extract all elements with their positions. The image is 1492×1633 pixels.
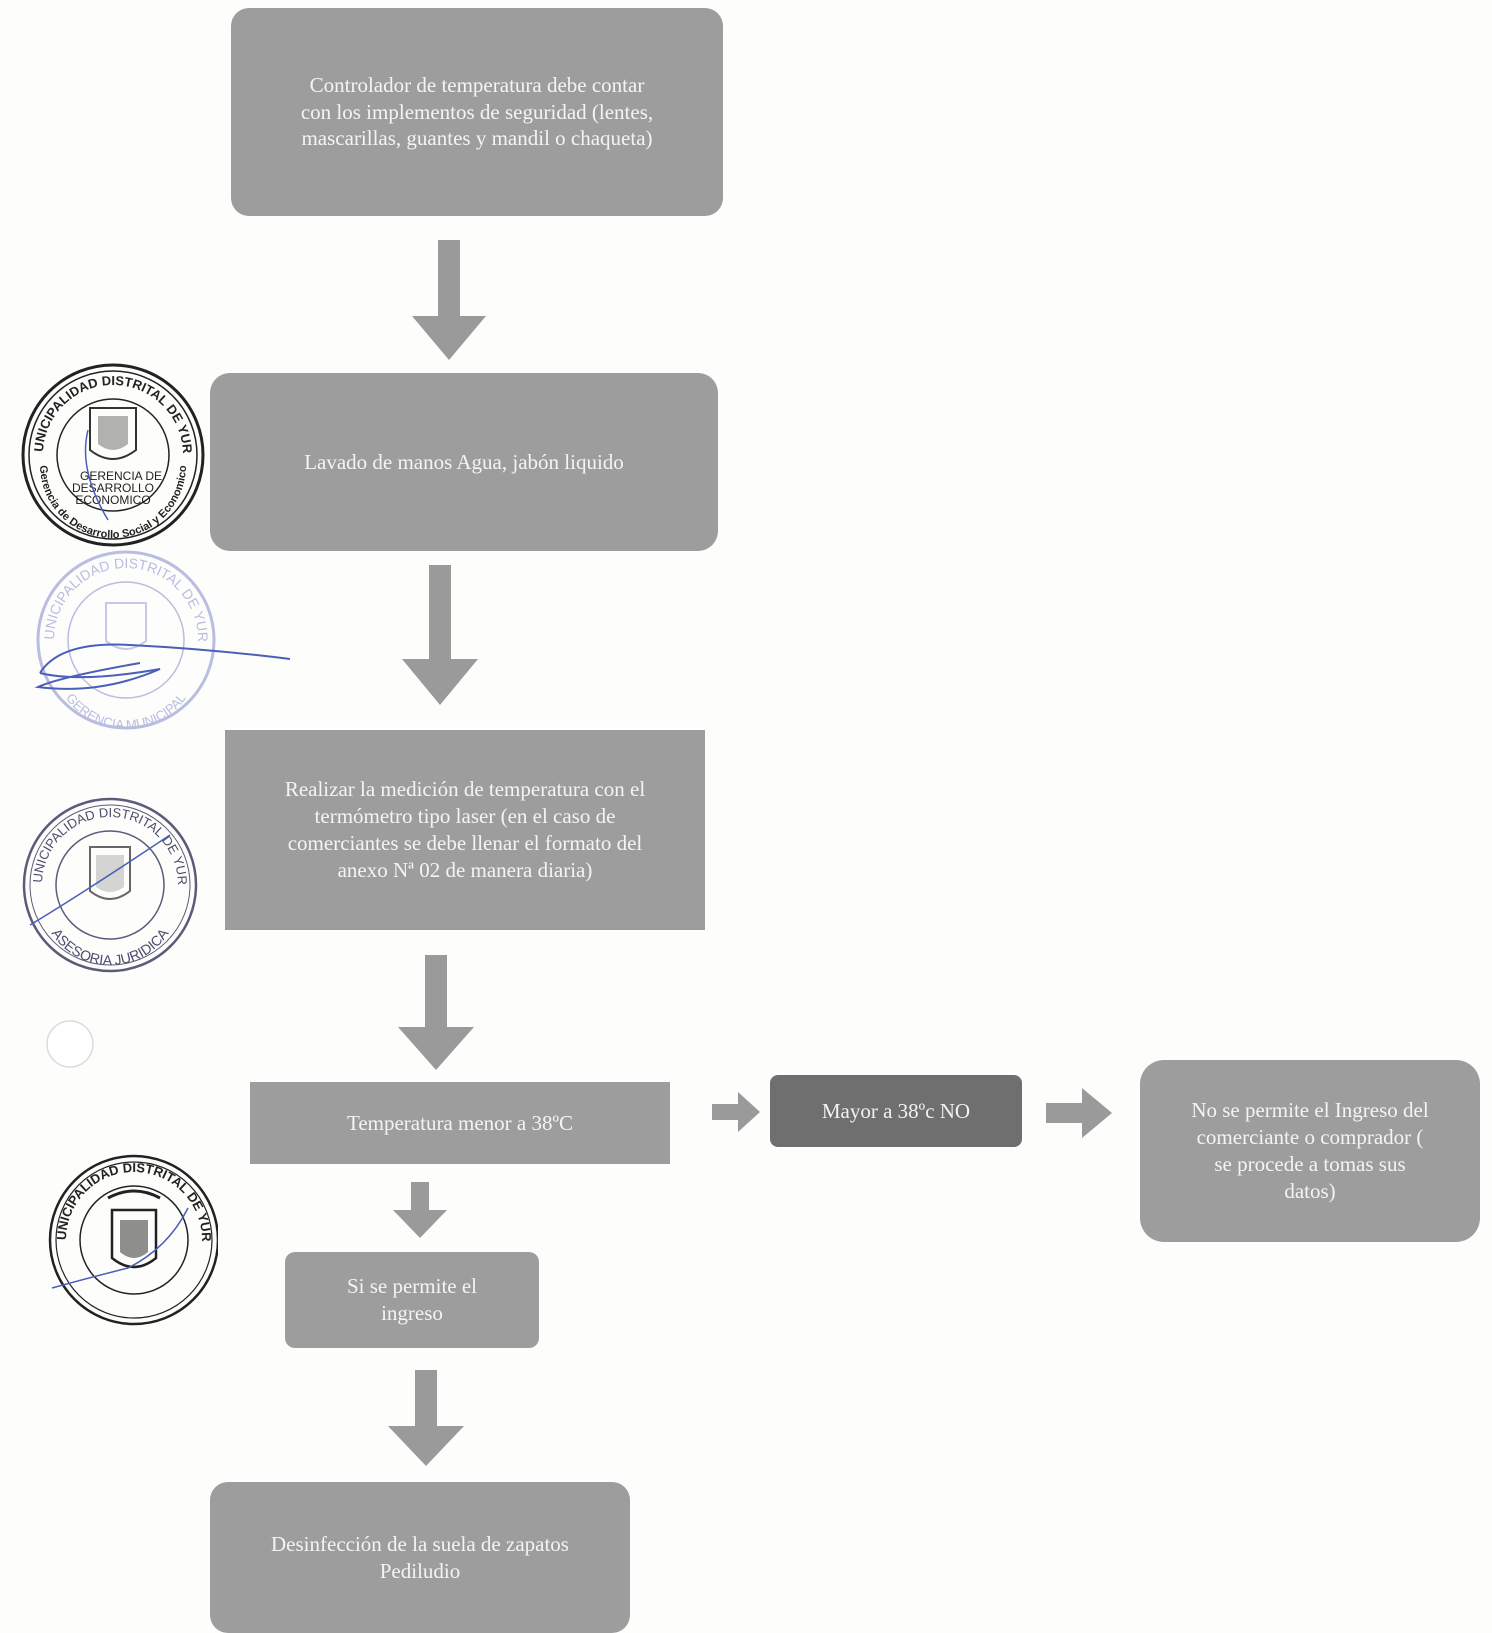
arrow-down-5 [388, 1370, 464, 1466]
svg-text:GERENCIA DE: GERENCIA DE [80, 469, 162, 483]
decision-no-text: Mayor a 38ºc NO [821, 1098, 971, 1123]
step-handwashing-text: Lavado de manos Agua, jabón liquido [304, 449, 624, 474]
arrow-down-1 [412, 240, 486, 360]
punch-hole-circle [46, 1020, 94, 1068]
step-handwashing: Lavado de manos Agua, jabón liquido [210, 373, 718, 551]
svg-text:DESARROLLO: DESARROLLO [72, 481, 154, 495]
outcome-entry-allowed: Si se permite el ingreso [285, 1252, 539, 1348]
step-temperature-measurement: Realizar la medición de temperatura con … [225, 730, 705, 930]
outcome-entry-denied: No se permite el Ingreso del comerciante… [1140, 1060, 1480, 1242]
step-temperature-check: Temperatura menor a 38ºC [250, 1082, 670, 1164]
step-temperature-check-text: Temperatura menor a 38ºC [346, 1110, 574, 1135]
decision-no: Mayor a 38ºc NO [770, 1075, 1022, 1147]
arrow-right-1 [712, 1092, 760, 1132]
outcome-entry-allowed-text: Si se permite el ingreso [346, 1274, 478, 1325]
step-temperature-measurement-text: Realizar la medición de temperatura con … [284, 777, 646, 882]
svg-text:ASESORIA JURIDICA: ASESORIA JURIDICA [49, 925, 172, 968]
arrow-right-2 [1046, 1088, 1112, 1138]
arrow-down-3 [398, 955, 474, 1070]
svg-text:GERENCIA MUNICIPAL: GERENCIA MUNICIPAL [63, 690, 189, 732]
step-shoe-disinfection: Desinfección de la suela de zapatos Pedi… [210, 1482, 630, 1633]
svg-text:ECONOMICO: ECONOMICO [75, 493, 150, 507]
outcome-entry-denied-text: No se permite el Ingreso del comerciante… [1191, 1098, 1429, 1203]
step-shoe-disinfection-text: Desinfección de la suela de zapatos Pedi… [271, 1531, 569, 1583]
step-safety-equipment: Controlador de temperatura debe contar c… [231, 8, 723, 216]
arrow-down-2 [402, 565, 478, 705]
step-safety-equipment-text: Controlador de temperatura debe contar c… [300, 72, 654, 151]
arrow-down-4 [393, 1182, 447, 1238]
